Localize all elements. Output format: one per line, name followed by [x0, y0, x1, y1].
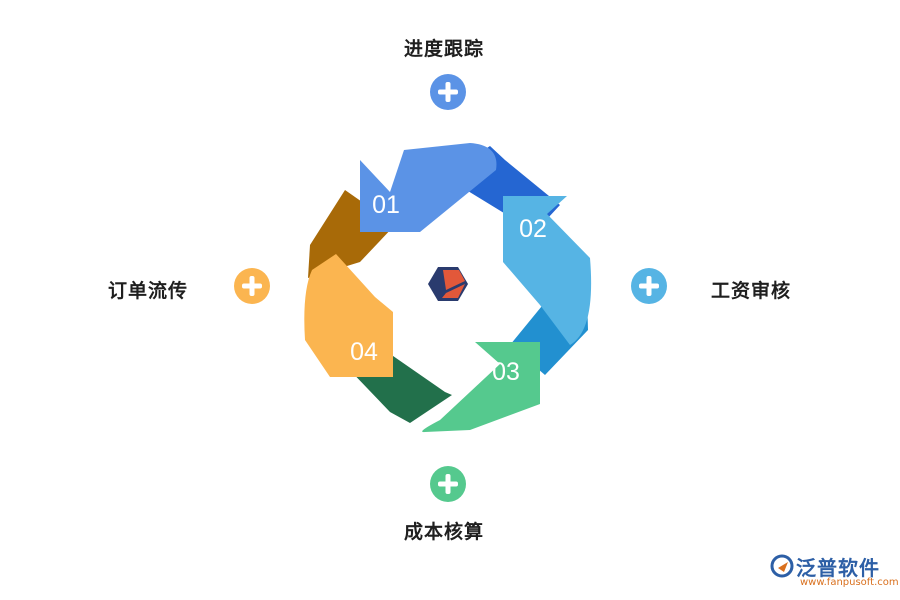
brand-url: www.fanpusoft.com	[800, 577, 899, 588]
plus-icon-right[interactable]	[631, 268, 667, 304]
arrow-02	[503, 196, 592, 345]
plus-icon-bottom[interactable]	[430, 466, 466, 502]
arrow-03	[422, 342, 540, 433]
arrow-01	[360, 143, 497, 232]
brand-name: 泛普软件	[796, 556, 880, 580]
label-bottom: 成本核算	[404, 521, 485, 543]
step-01-number: 01	[372, 191, 400, 219]
arrow-04	[304, 254, 393, 377]
plus-icon-top[interactable]	[430, 74, 466, 110]
brand-logo-icon	[770, 554, 794, 578]
step-03-number: 03	[492, 358, 520, 386]
plus-icon-left[interactable]	[234, 268, 270, 304]
label-top: 进度跟踪	[404, 38, 485, 60]
label-left: 订单流传	[108, 280, 189, 302]
step-04-number: 04	[350, 338, 378, 366]
label-right: 工资审核	[711, 280, 792, 302]
step-02-number: 02	[519, 215, 547, 243]
center-logo	[428, 267, 468, 301]
